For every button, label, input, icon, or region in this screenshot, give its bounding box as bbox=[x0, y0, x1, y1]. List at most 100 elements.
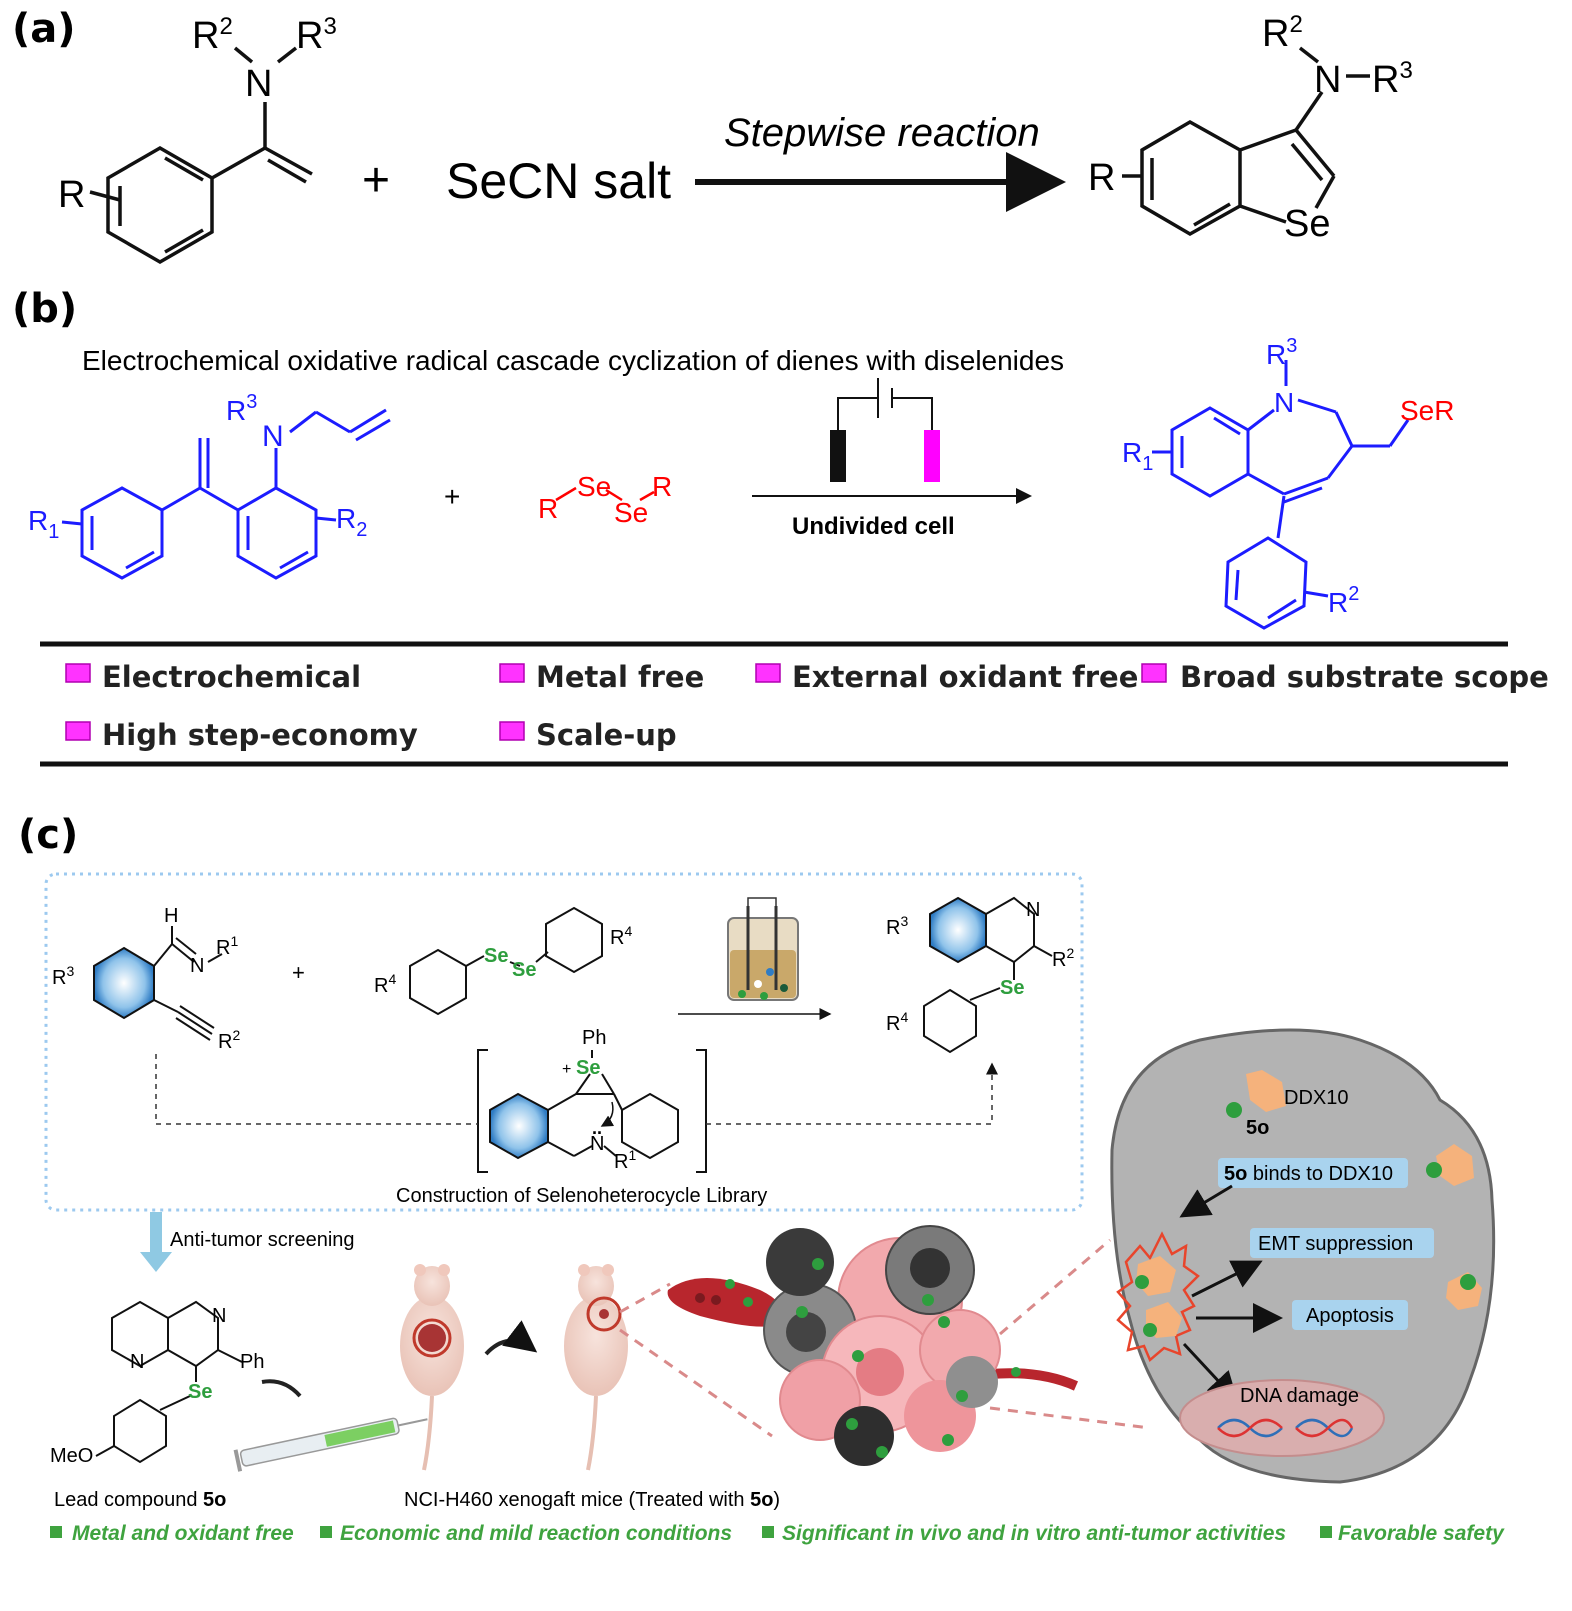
feature-item: Scale-up bbox=[499, 718, 677, 752]
green-feature: Favorable safety bbox=[1338, 1522, 1505, 1545]
r2-label: R2 bbox=[1262, 11, 1303, 55]
cathode bbox=[924, 430, 940, 482]
nitrogen-atom: N bbox=[1314, 59, 1341, 101]
panel-a-label: (a) bbox=[12, 6, 76, 52]
plus-sign: + bbox=[444, 481, 460, 512]
benzazepine-product: N R3 SeR R1 R2 bbox=[1122, 335, 1454, 630]
bullet-icon bbox=[320, 1526, 332, 1538]
svg-text:Se: Se bbox=[484, 945, 508, 967]
r3-label: R3 bbox=[1372, 57, 1413, 101]
emt-label: EMT suppression bbox=[1258, 1233, 1413, 1255]
svg-text:Se: Se bbox=[1000, 977, 1024, 999]
checkbox-icon bbox=[499, 721, 525, 741]
r4-label: R4 bbox=[610, 923, 632, 949]
r1-label: R1 bbox=[614, 1147, 636, 1173]
green-feature: Economic and mild reaction conditions bbox=[340, 1522, 732, 1545]
svg-text:Se: Se bbox=[188, 1381, 212, 1403]
lead-compound-structure: N N Ph Se MeO bbox=[50, 1300, 264, 1467]
feature-item: High step-economy bbox=[65, 718, 418, 752]
apoptosis-box bbox=[1292, 1300, 1408, 1330]
green-feature: Significant in vivo and in vitro anti-tu… bbox=[782, 1522, 1286, 1545]
svg-text:Metal free: Metal free bbox=[536, 660, 704, 694]
r-label: R bbox=[1088, 157, 1115, 199]
feature-item: External oxidant free bbox=[755, 660, 1138, 694]
checkbox-icon bbox=[755, 663, 781, 683]
ddx10-complex bbox=[1116, 1231, 1200, 1363]
svg-text:Ph: Ph bbox=[240, 1351, 264, 1373]
feature-item: Broad substrate scope bbox=[1141, 660, 1549, 694]
lead-caption: Lead compound 5o bbox=[54, 1489, 226, 1511]
tumor-cluster-icon bbox=[763, 1225, 1001, 1466]
svg-text:External oxidant free: External oxidant free bbox=[792, 660, 1138, 694]
r1-label: R1 bbox=[28, 505, 59, 543]
svg-text:Electrochemical: Electrochemical bbox=[102, 660, 361, 694]
mouse-icon bbox=[400, 1264, 464, 1471]
ddx10-label: DDX10 bbox=[1284, 1087, 1348, 1109]
r3-label: R3 bbox=[52, 963, 74, 989]
svg-text:High step-economy: High step-economy bbox=[102, 718, 418, 752]
nitrogen-atom: N bbox=[1274, 387, 1294, 418]
dashed-path-left bbox=[155, 1054, 478, 1125]
selenium-atom: Se bbox=[1284, 203, 1330, 245]
r-label: R bbox=[58, 174, 85, 216]
blood-vessel-icon bbox=[667, 1278, 1079, 1391]
benzene-ring bbox=[106, 145, 214, 265]
electrode-cell-icon bbox=[830, 378, 940, 482]
electrolysis-beaker-icon bbox=[727, 897, 799, 1001]
dashed-path-right bbox=[706, 1062, 998, 1125]
svg-text:N: N bbox=[212, 1305, 226, 1327]
panel-b: (b) Electrochemical oxidative radical ca… bbox=[12, 286, 1549, 767]
compound-dot bbox=[1226, 1102, 1242, 1118]
compound-label: 5o bbox=[1246, 1117, 1269, 1139]
r3-label: R3 bbox=[1266, 335, 1297, 370]
r4-label: R4 bbox=[886, 1009, 908, 1035]
r3-label: R3 bbox=[226, 391, 257, 426]
checkbox-icon bbox=[65, 663, 91, 683]
bullet-icon bbox=[1320, 1526, 1332, 1538]
binds-label: 5o binds to DDX10 bbox=[1224, 1163, 1393, 1185]
dna-damage-label: DNA damage bbox=[1240, 1385, 1359, 1407]
panel-b-label: (b) bbox=[12, 286, 77, 332]
transition-arrow bbox=[484, 1320, 538, 1356]
svg-text:H: H bbox=[164, 905, 178, 927]
ddx10-protein-icon bbox=[1246, 1070, 1286, 1112]
svg-text:Se: Se bbox=[614, 497, 648, 528]
svg-text:Se: Se bbox=[576, 1057, 600, 1079]
binds-label-box bbox=[1218, 1158, 1408, 1188]
mouse-icon bbox=[564, 1264, 628, 1471]
mice-caption: NCI-H460 xenogaft mice (Treated with 5o) bbox=[404, 1489, 780, 1511]
arrow-label: Undivided cell bbox=[792, 513, 955, 540]
dna-helix-icon bbox=[1217, 1418, 1354, 1438]
r4-label: R4 bbox=[374, 971, 396, 997]
library-caption: Construction of Selenoheterocycle Librar… bbox=[396, 1185, 767, 1207]
svg-text:R: R bbox=[652, 471, 672, 502]
green-feature: Metal and oxidant free bbox=[72, 1522, 294, 1545]
screening-label: Anti-tumor screening bbox=[170, 1229, 355, 1251]
secn-salt-reagent: SeCN salt bbox=[446, 153, 671, 209]
panel-c: (c) H N R1 R2 R3 + Se bbox=[18, 812, 1505, 1545]
panel-b-title: Electrochemical oxidative radical cascad… bbox=[82, 345, 1064, 376]
nitrogen-atom: N bbox=[245, 63, 272, 105]
green-feature-list: Metal and oxidant free Economic and mild… bbox=[50, 1522, 1505, 1545]
emt-box bbox=[1250, 1228, 1434, 1258]
bullet-icon bbox=[762, 1526, 774, 1538]
arrow-label: Stepwise reaction bbox=[724, 111, 1040, 155]
svg-text:R: R bbox=[538, 493, 558, 524]
feature-item: Electrochemical bbox=[65, 660, 361, 694]
anode bbox=[830, 430, 846, 482]
svg-text:Ph: Ph bbox=[582, 1027, 606, 1049]
r2-label: R2 bbox=[218, 1027, 240, 1053]
svg-text:Se: Se bbox=[512, 959, 536, 981]
cancer-cell-diagram: DDX10 5o 5o binds to DDX10 EMT suppressi… bbox=[1110, 1028, 1496, 1484]
enamine-reactant: N R2 R3 R bbox=[58, 13, 337, 265]
syringe-icon bbox=[233, 1379, 428, 1472]
plus-sign: + bbox=[292, 960, 305, 985]
svg-text:Scale-up: Scale-up bbox=[536, 718, 677, 752]
svg-text:N: N bbox=[1026, 899, 1040, 921]
checkbox-icon bbox=[499, 663, 525, 683]
r2-label: R2 bbox=[1052, 945, 1074, 971]
checkbox-icon bbox=[65, 721, 91, 741]
svg-text:N: N bbox=[190, 955, 204, 977]
feature-item: Metal free bbox=[499, 660, 704, 694]
